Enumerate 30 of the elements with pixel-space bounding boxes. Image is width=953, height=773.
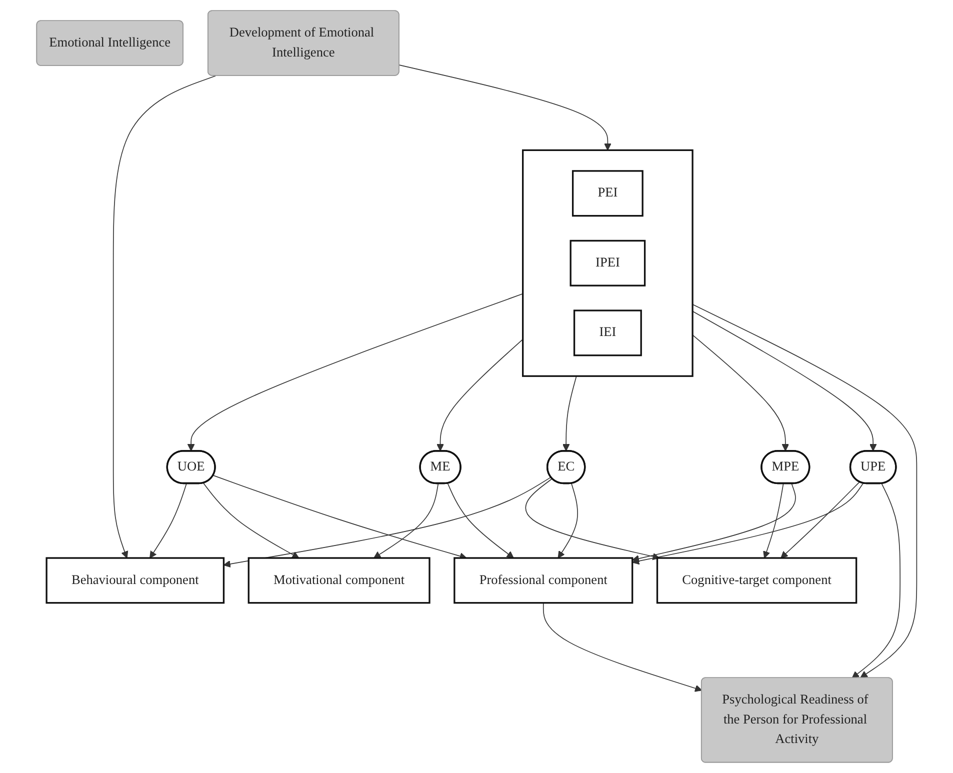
arrow [632,482,864,565]
arrow [692,334,789,452]
node-box: IPEI [570,240,646,286]
arrow [112,75,216,558]
arrow [436,338,524,452]
arrow [558,483,578,558]
node-box: PEI [572,170,644,217]
node-box: Professional component [453,557,633,604]
arrow [202,482,300,558]
arrow [525,478,660,560]
arrow [373,483,438,558]
node-box: Motivational component [248,557,430,604]
arrow [692,304,917,678]
arrow [562,376,577,452]
node-box: Behavioural component [46,557,224,604]
arrow [852,483,900,678]
node-box: IEI [573,310,642,356]
cluster [522,149,694,377]
arrow [692,310,877,452]
arrow [149,483,187,558]
arrow [780,482,860,558]
arrow [447,482,514,558]
arrow [762,483,784,558]
arrow [212,475,467,560]
arrow [542,602,702,692]
arrow [632,483,796,562]
arrow [187,293,524,452]
node-box: Cognitive-target component [656,557,857,604]
arrow [223,476,552,568]
arrow [398,64,612,151]
